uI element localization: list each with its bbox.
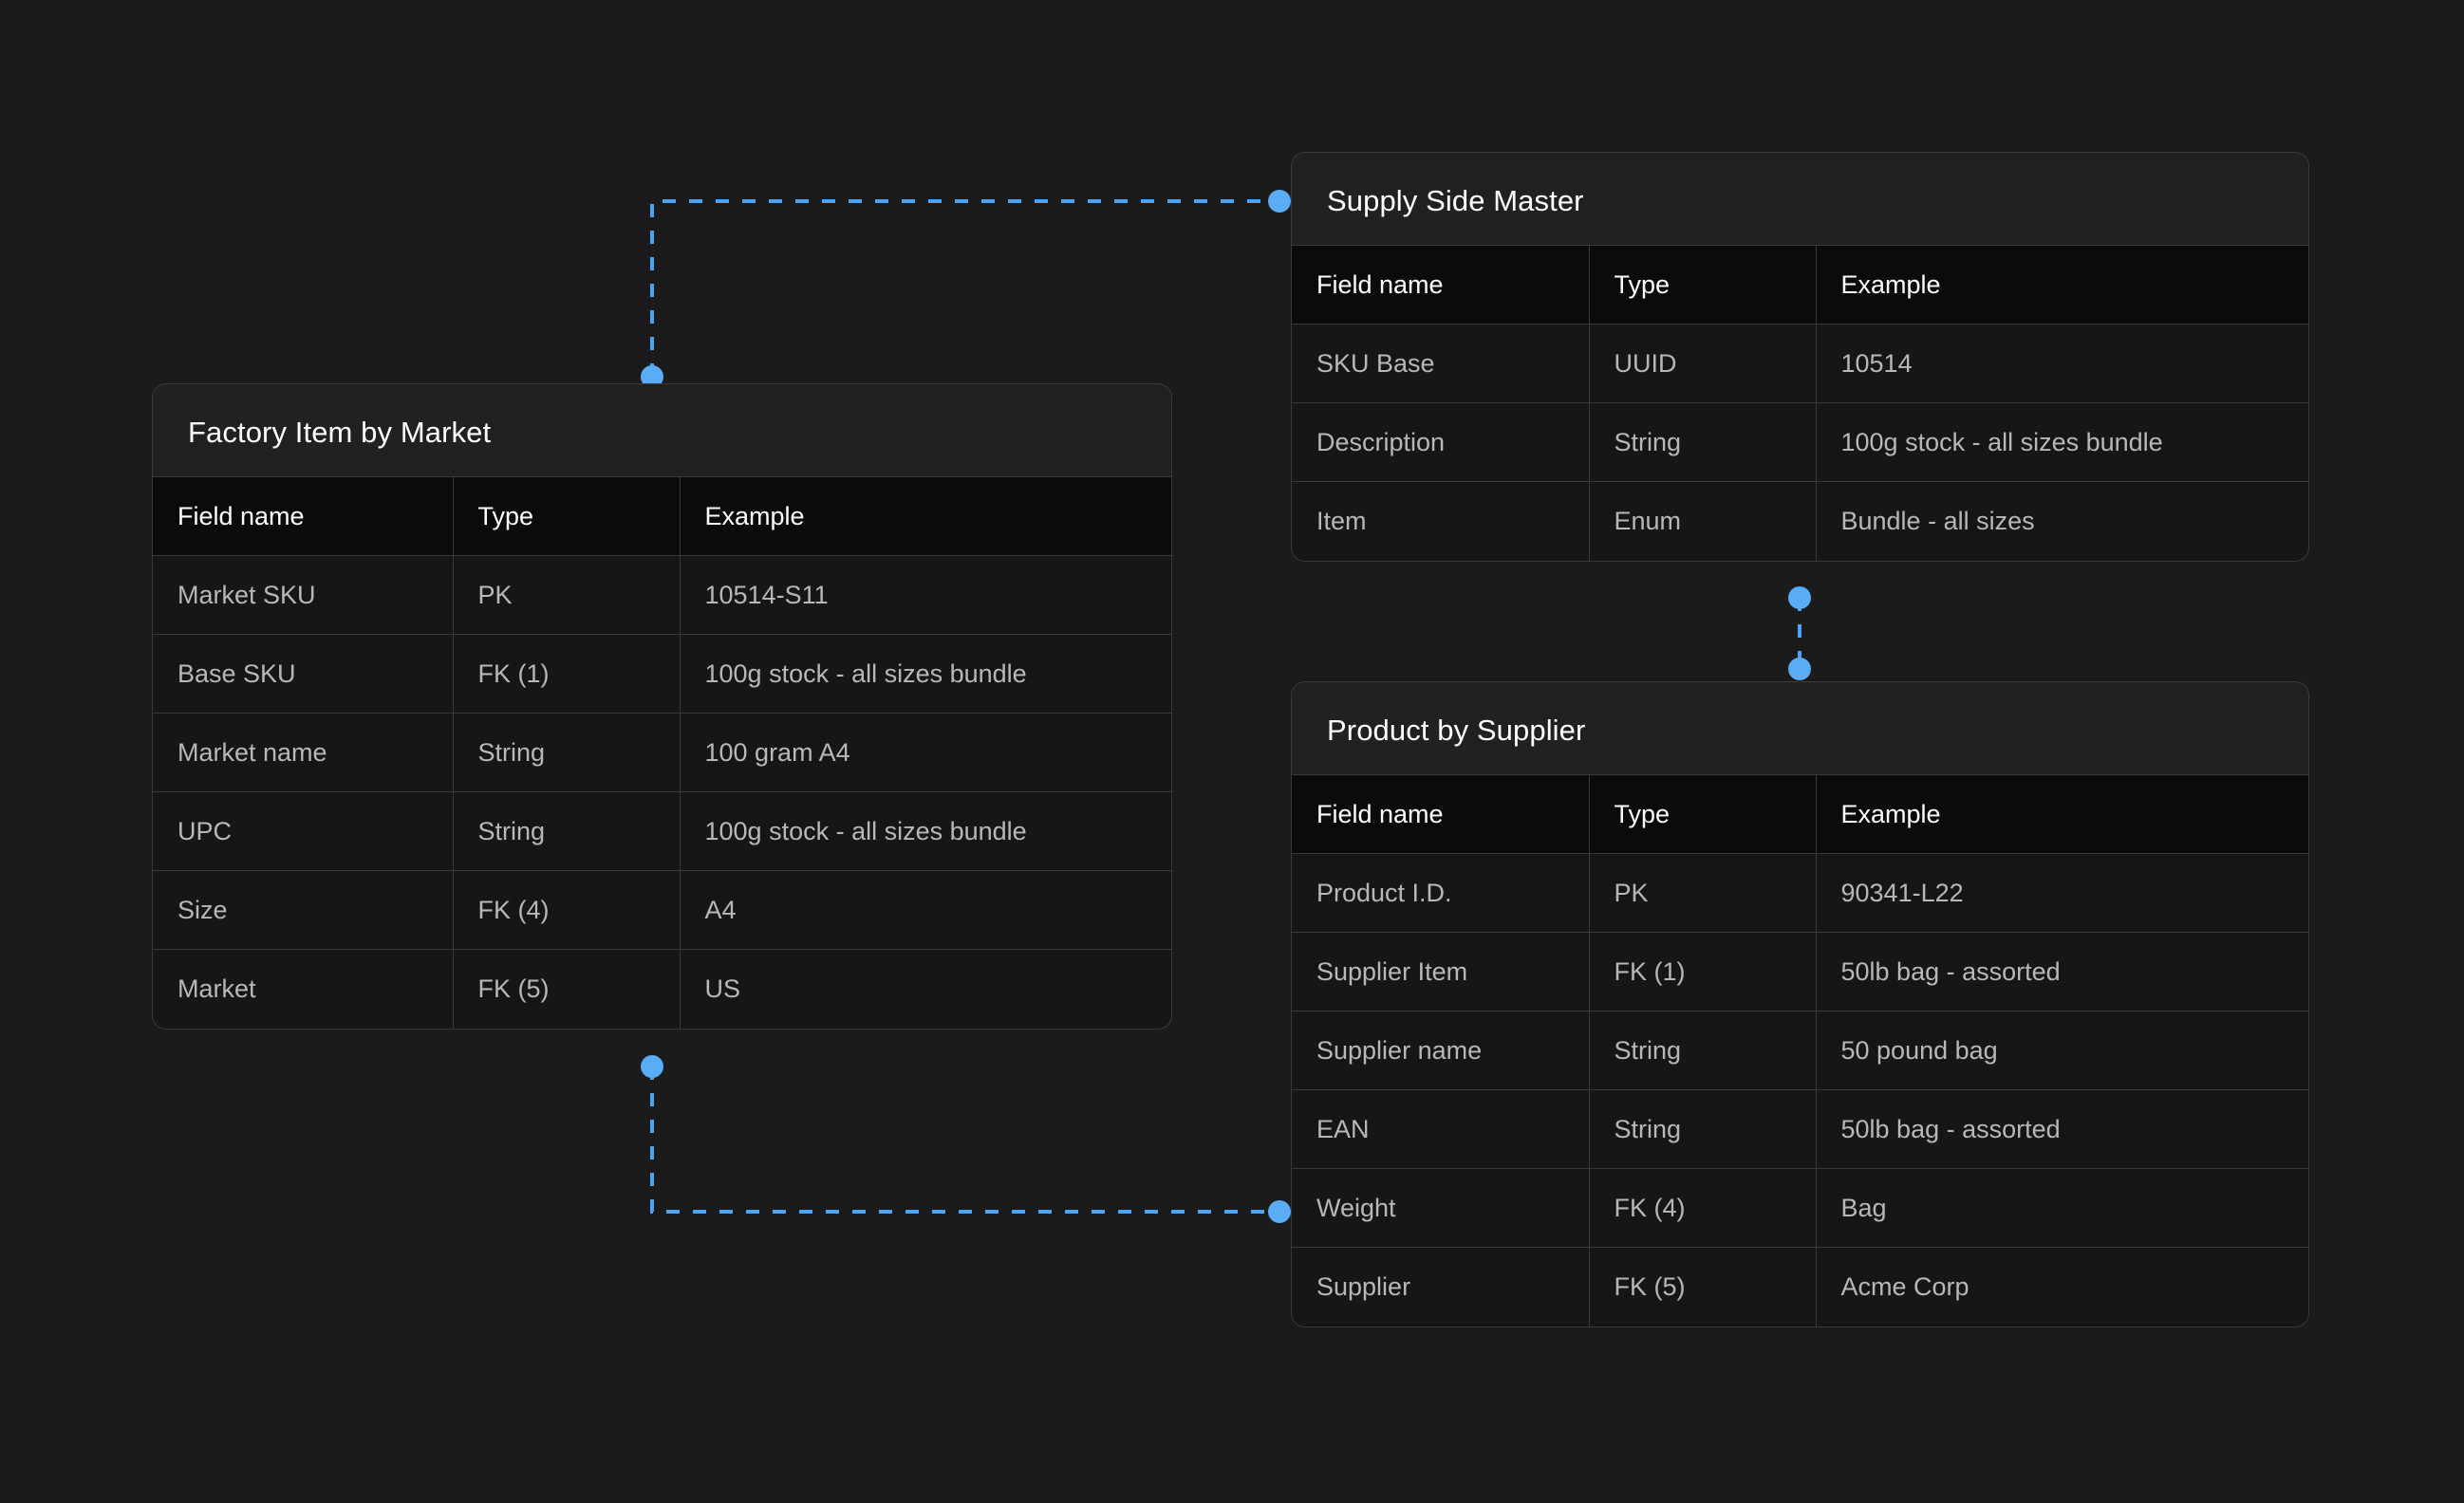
- card-title: Supply Side Master: [1327, 184, 1584, 217]
- cell-type: FK (5): [453, 949, 681, 1029]
- entity-card-product-by-supplier[interactable]: Product by Supplier Field name Type Exam…: [1291, 681, 2309, 1327]
- cell-field-name: Market: [153, 949, 454, 1029]
- cell-example: 50lb bag - assorted: [1816, 932, 2308, 1011]
- connector-line: [650, 1067, 1279, 1214]
- table-row[interactable]: Supplier Item FK (1) 50lb bag - assorted: [1292, 932, 2308, 1011]
- entity-field-table: Field name Type Example SKU Base UUID 10…: [1292, 245, 2308, 561]
- cell-field-name: UPC: [153, 791, 454, 871]
- table-header-row: Field name Type Example: [153, 476, 1171, 556]
- cell-field-name: Size: [153, 870, 454, 950]
- card-title: Factory Item by Market: [188, 416, 492, 449]
- connector-endpoint-dot[interactable]: [1788, 658, 1811, 680]
- table-header-row: Field name Type Example: [1292, 245, 2308, 325]
- cell-example: 100g stock - all sizes bundle: [680, 634, 1171, 714]
- table-row[interactable]: Market SKU PK 10514-S11: [153, 555, 1171, 635]
- cell-example: Bag: [1816, 1168, 2308, 1248]
- cell-type: String: [1589, 402, 1817, 482]
- cell-type: String: [1589, 1089, 1817, 1169]
- cell-type: PK: [453, 555, 681, 635]
- column-header-type: Type: [453, 476, 681, 556]
- cell-example: Acme Corp: [1816, 1247, 2308, 1327]
- cell-field-name: Item: [1292, 481, 1590, 561]
- connector-endpoint-dot[interactable]: [1788, 586, 1811, 609]
- cell-field-name: Product I.D.: [1292, 853, 1590, 933]
- column-header-field-name: Field name: [1292, 245, 1590, 325]
- column-header-field-name: Field name: [1292, 774, 1590, 854]
- cell-field-name: Supplier: [1292, 1247, 1590, 1327]
- cell-type: UUID: [1589, 324, 1817, 403]
- table-row[interactable]: Size FK (4) A4: [153, 870, 1171, 950]
- connector-supply-to-product: [1788, 586, 1811, 680]
- cell-example: Bundle - all sizes: [1816, 481, 2308, 561]
- connector-endpoint-dot[interactable]: [1268, 190, 1291, 213]
- cell-type: FK (1): [1589, 932, 1817, 1011]
- cell-type: FK (1): [453, 634, 681, 714]
- connector-endpoint-dot[interactable]: [1268, 1200, 1291, 1223]
- table-row[interactable]: UPC String 100g stock - all sizes bundle: [153, 791, 1171, 871]
- cell-type: PK: [1589, 853, 1817, 933]
- cell-example: 10514-S11: [680, 555, 1171, 635]
- cell-example: 100g stock - all sizes bundle: [680, 791, 1171, 871]
- cell-type: String: [453, 791, 681, 871]
- cell-field-name: Description: [1292, 402, 1590, 482]
- table-row[interactable]: EAN String 50lb bag - assorted: [1292, 1089, 2308, 1169]
- table-row[interactable]: Weight FK (4) Bag: [1292, 1168, 2308, 1248]
- entity-field-table: Field name Type Example Market SKU PK 10…: [153, 476, 1171, 1029]
- cell-example: 50 pound bag: [1816, 1011, 2308, 1090]
- cell-example: 100g stock - all sizes bundle: [1816, 402, 2308, 482]
- column-header-type: Type: [1589, 245, 1817, 325]
- cell-example: 100 gram A4: [680, 713, 1171, 792]
- table-row[interactable]: Market FK (5) US: [153, 949, 1171, 1029]
- cell-type: String: [1589, 1011, 1817, 1090]
- connector-factory-to-supply: [641, 190, 1291, 388]
- column-header-field-name: Field name: [153, 476, 454, 556]
- column-header-type: Type: [1589, 774, 1817, 854]
- cell-field-name: Supplier Item: [1292, 932, 1590, 1011]
- table-row[interactable]: Supplier name String 50 pound bag: [1292, 1011, 2308, 1090]
- table-row[interactable]: Base SKU FK (1) 100g stock - all sizes b…: [153, 634, 1171, 714]
- connector-endpoint-dot[interactable]: [641, 1055, 663, 1078]
- column-header-example: Example: [680, 476, 1171, 556]
- cell-example: 50lb bag - assorted: [1816, 1089, 2308, 1169]
- table-row[interactable]: Market name String 100 gram A4: [153, 713, 1171, 792]
- cell-example: A4: [680, 870, 1171, 950]
- table-row[interactable]: Product I.D. PK 90341-L22: [1292, 853, 2308, 933]
- cell-field-name: Base SKU: [153, 634, 454, 714]
- connector-line: [650, 199, 1279, 377]
- cell-type: FK (4): [1589, 1168, 1817, 1248]
- card-title: Product by Supplier: [1327, 714, 1586, 747]
- entity-card-supply-side-master[interactable]: Supply Side Master Field name Type Examp…: [1291, 152, 2309, 562]
- entity-field-table: Field name Type Example Product I.D. PK …: [1292, 774, 2308, 1327]
- cell-type: FK (4): [453, 870, 681, 950]
- table-header-row: Field name Type Example: [1292, 774, 2308, 854]
- cell-field-name: EAN: [1292, 1089, 1590, 1169]
- cell-type: Enum: [1589, 481, 1817, 561]
- cell-example: 90341-L22: [1816, 853, 2308, 933]
- column-header-example: Example: [1816, 774, 2308, 854]
- cell-field-name: Supplier name: [1292, 1011, 1590, 1090]
- cell-type: String: [453, 713, 681, 792]
- cell-field-name: Market name: [153, 713, 454, 792]
- connector-factory-to-product: [641, 1055, 1291, 1223]
- table-row[interactable]: Supplier FK (5) Acme Corp: [1292, 1247, 2308, 1327]
- column-header-example: Example: [1816, 245, 2308, 325]
- cell-example: US: [680, 949, 1171, 1029]
- table-row[interactable]: SKU Base UUID 10514: [1292, 324, 2308, 403]
- cell-field-name: Market SKU: [153, 555, 454, 635]
- table-row[interactable]: Description String 100g stock - all size…: [1292, 402, 2308, 482]
- cell-type: FK (5): [1589, 1247, 1817, 1327]
- cell-field-name: Weight: [1292, 1168, 1590, 1248]
- cell-field-name: SKU Base: [1292, 324, 1590, 403]
- cell-example: 10514: [1816, 324, 2308, 403]
- table-row[interactable]: Item Enum Bundle - all sizes: [1292, 481, 2308, 561]
- entity-card-factory-item-by-market[interactable]: Factory Item by Market Field name Type E…: [152, 383, 1172, 1030]
